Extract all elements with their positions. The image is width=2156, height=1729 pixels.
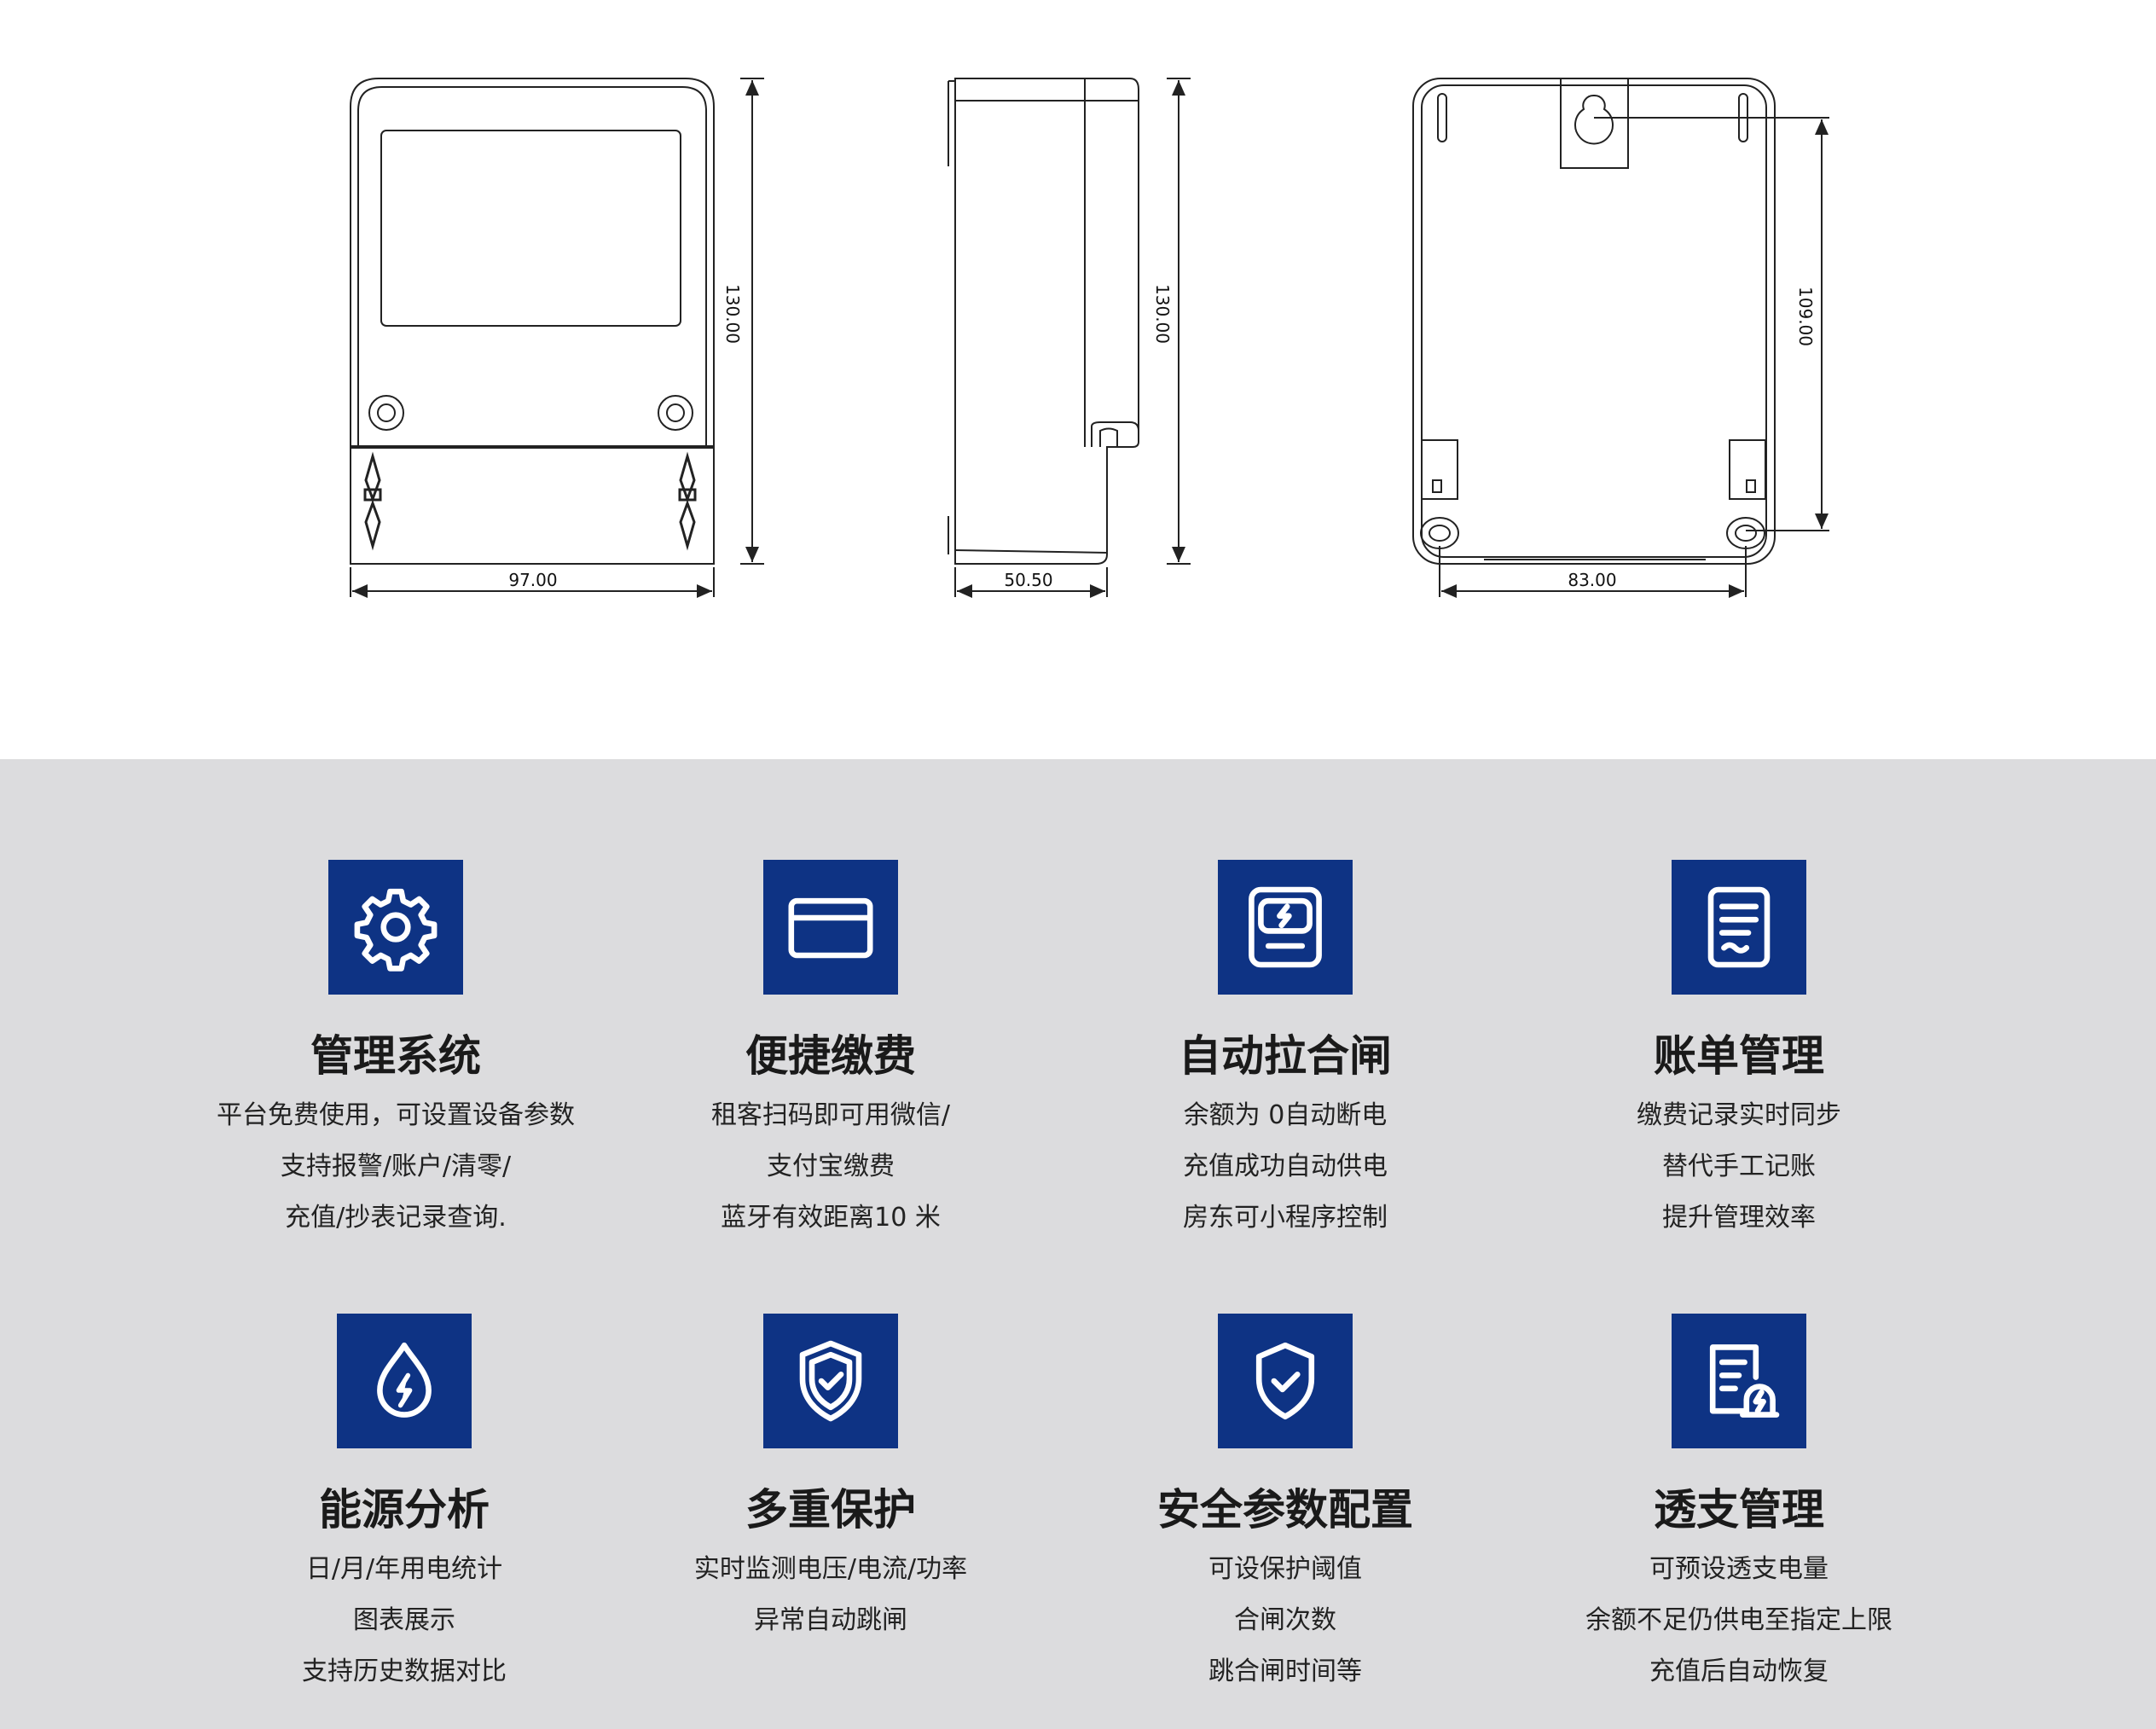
feature-line: 替代手工记账 xyxy=(1662,1152,1816,1181)
side-height-label: 130.00 xyxy=(1152,284,1173,344)
feature-bill-management: 账单管理 缴费记录实时同步 替代手工记账 提升管理效率 xyxy=(1500,860,1978,1244)
back-vertical-spacing-label: 109.00 xyxy=(1795,287,1816,346)
dimension-drawing: 130.00 97.00 130.00 50.50 109.00 83.00 xyxy=(350,78,1829,598)
side-depth-label: 50.50 xyxy=(1004,570,1052,590)
card-icon xyxy=(763,860,898,995)
features-panel: 管理系统 平台免费使用，可设置设备参数 支持报警/账户/清零/ 充值/抄表记录查… xyxy=(0,759,2156,1729)
feature-title: 账单管理 xyxy=(1654,1031,1824,1081)
feature-line: 图表展示 xyxy=(353,1605,455,1635)
bill-icon xyxy=(1672,860,1806,995)
meter-icon xyxy=(1218,860,1353,995)
feature-line: 支付宝缴费 xyxy=(767,1152,895,1181)
feature-overdraft-management: 透支管理 可预设透支电量 余额不足仍供电至指定上限 充值后自动恢复 xyxy=(1500,1314,1978,1697)
back-view xyxy=(1412,78,1829,598)
feature-title: 安全参数配置 xyxy=(1157,1485,1413,1535)
front-width-label: 97.00 xyxy=(508,570,557,590)
feature-energy-analysis: 能源分析 日/月/年用电统计 图表展示 支持历史数据对比 xyxy=(165,1314,643,1697)
feature-line: 充值后自动恢复 xyxy=(1649,1656,1829,1686)
front-view xyxy=(350,78,764,598)
shield-check-icon xyxy=(1218,1314,1353,1448)
feature-line: 实时监测电压/电流/功率 xyxy=(693,1554,968,1584)
feature-line: 余额为 0自动断电 xyxy=(1183,1100,1388,1130)
feature-title: 透支管理 xyxy=(1654,1485,1824,1535)
back-horizontal-spacing-label: 83.00 xyxy=(1568,570,1616,590)
feature-line: 异常自动跳闸 xyxy=(754,1605,907,1635)
feature-title: 多重保护 xyxy=(745,1485,916,1535)
front-height-label: 130.00 xyxy=(722,284,743,344)
feature-line: 可预设透支电量 xyxy=(1649,1554,1829,1584)
feature-line: 充值成功自动供电 xyxy=(1183,1152,1388,1181)
feature-title: 能源分析 xyxy=(319,1485,490,1535)
report-power-icon xyxy=(1672,1314,1806,1448)
feature-line: 租客扫码即可用微信/ xyxy=(710,1100,951,1130)
feature-line: 跳合闸时间等 xyxy=(1208,1656,1362,1686)
terminal-screw xyxy=(363,451,382,551)
feature-multi-protection: 多重保护 实时监测电压/电流/功率 异常自动跳闸 xyxy=(592,1314,1069,1646)
feature-management-system: 管理系统 平台免费使用，可设置设备参数 支持报警/账户/清零/ 充值/抄表记录查… xyxy=(157,860,635,1244)
gear-icon xyxy=(328,860,463,995)
feature-line: 支持报警/账户/清零/ xyxy=(280,1152,512,1181)
feature-line: 充值/抄表记录查询. xyxy=(285,1203,507,1233)
side-view xyxy=(948,78,1191,598)
feature-convenient-payment: 便捷缴费 租客扫码即可用微信/ 支付宝缴费 蓝牙有效距离10 米 xyxy=(592,860,1069,1244)
feature-line: 房东可小程序控制 xyxy=(1183,1203,1388,1233)
feature-line: 合闸次数 xyxy=(1234,1605,1336,1635)
feature-line: 日/月/年用电统计 xyxy=(305,1554,503,1584)
feature-line: 可设保护阈值 xyxy=(1208,1554,1362,1584)
feature-safety-config: 安全参数配置 可设保护阈值 合闸次数 跳合闸时间等 xyxy=(1046,1314,1524,1697)
feature-line: 平台免费使用，可设置设备参数 xyxy=(217,1100,575,1130)
feature-line: 缴费记录实时同步 xyxy=(1637,1100,1841,1130)
feature-line: 支持历史数据对比 xyxy=(302,1656,507,1686)
feature-auto-switch: 自动拉合闸 余额为 0自动断电 充值成功自动供电 房东可小程序控制 xyxy=(1046,860,1524,1244)
feature-line: 蓝牙有效距离10 米 xyxy=(721,1203,941,1233)
shield-check-icon xyxy=(763,1314,898,1448)
feature-line: 提升管理效率 xyxy=(1662,1203,1816,1233)
feature-title: 便捷缴费 xyxy=(745,1031,916,1081)
feature-title: 自动拉合闸 xyxy=(1179,1031,1392,1081)
feature-line: 余额不足仍供电至指定上限 xyxy=(1585,1605,1892,1635)
energy-drop-icon xyxy=(337,1314,472,1448)
feature-title: 管理系统 xyxy=(310,1031,481,1081)
